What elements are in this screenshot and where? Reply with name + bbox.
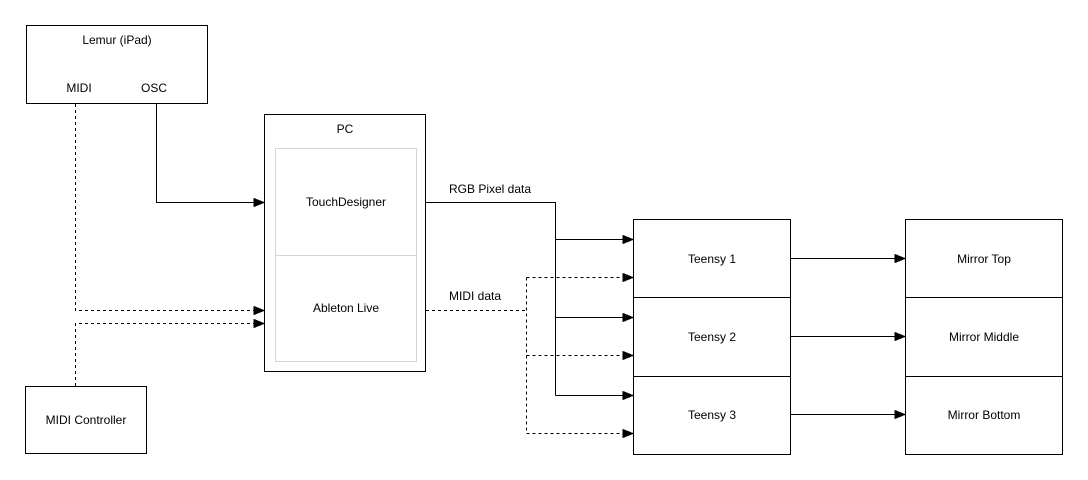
edge-osc-to-touchdesigner [156, 104, 266, 208]
port-midi-label: MIDI [66, 81, 92, 95]
node-lemur-ipad: Lemur (iPad) MIDI OSC [26, 25, 208, 104]
arrowhead [253, 305, 266, 316]
arrowhead [894, 253, 907, 264]
arrowhead [622, 350, 635, 361]
arrowhead [894, 409, 907, 420]
edge-lemur-midi-to-ableton [75, 104, 266, 316]
edge-teensy3-to-mirror-bottom [790, 409, 907, 420]
edge-rgb-branch-teensy2 [555, 312, 635, 323]
node-midi-controller: MIDI Controller [25, 386, 147, 454]
edge-rgb-branch-teensy3 [555, 390, 635, 401]
node-mirror-bottom: Mirror Bottom [947, 408, 1021, 423]
node-pc-title: PC [336, 122, 354, 136]
arrowhead [622, 272, 635, 283]
node-teensy-3: Teensy 3 [687, 408, 737, 423]
edge-teensy1-to-mirror-top [790, 253, 907, 264]
port-osc-label: OSC [140, 81, 167, 95]
arrowhead [622, 234, 635, 245]
arrowhead [253, 197, 266, 208]
edge-label-rgb-pixel-data: RGB Pixel data [448, 182, 533, 196]
arrowhead [622, 390, 635, 401]
edge-label-midi-data: MIDI data [448, 289, 503, 303]
arrowhead [622, 428, 635, 439]
edge-teensy2-to-mirror-middle [790, 331, 907, 342]
edge-midi-branch-teensy1 [526, 272, 635, 283]
node-teensy-2: Teensy 2 [634, 298, 790, 377]
node-pc: PC TouchDesigner Ableton Live [264, 114, 426, 372]
node-lemur-title: Lemur (iPad) [82, 33, 152, 47]
node-teensy-1: Teensy 1 [634, 220, 790, 299]
node-mirror-top: Mirror Top [906, 220, 1062, 299]
edge-midi-branch-teensy3 [526, 428, 635, 439]
edge-midi-controller-to-ableton [75, 318, 266, 386]
node-mirror-stack: Mirror Top Mirror Middle Mirror Bottom [905, 219, 1063, 455]
edge-rgb-branch-teensy1 [555, 234, 635, 245]
node-mirror-middle: Mirror Middle [906, 298, 1062, 377]
node-touchdesigner: TouchDesigner [276, 149, 416, 256]
node-midi-controller-label: MIDI Controller [45, 413, 127, 427]
edge-midi-branch-teensy2 [526, 350, 635, 361]
node-teensy-stack: Teensy 1 Teensy 2 Teensy 3 [633, 219, 791, 455]
pc-software-group: TouchDesigner Ableton Live [275, 148, 417, 362]
arrowhead [894, 331, 907, 342]
node-ableton-live: Ableton Live [312, 301, 380, 316]
arrowhead [622, 312, 635, 323]
arrowhead [253, 318, 266, 329]
